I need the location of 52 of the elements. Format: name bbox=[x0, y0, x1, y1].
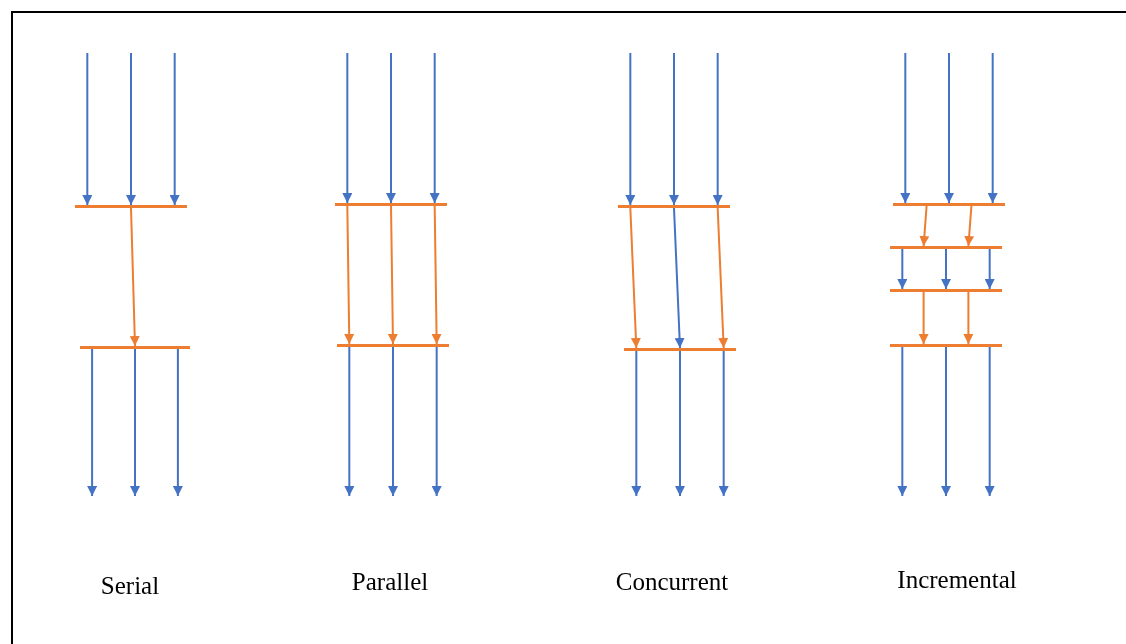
arrow bbox=[169, 52, 180, 206]
arrow bbox=[629, 207, 641, 349]
arrow bbox=[431, 346, 442, 497]
arrow bbox=[712, 52, 723, 206]
arrow bbox=[130, 348, 140, 497]
bar bbox=[893, 203, 1005, 206]
arrow bbox=[897, 346, 908, 497]
caption-label: Incremental bbox=[897, 566, 1017, 594]
arrow bbox=[342, 52, 353, 204]
arrow bbox=[625, 52, 636, 206]
arrow bbox=[386, 52, 396, 204]
arrow bbox=[984, 248, 995, 290]
arrow bbox=[900, 52, 911, 204]
bar bbox=[80, 346, 190, 349]
bar bbox=[624, 348, 736, 351]
arrow bbox=[669, 52, 679, 206]
arrow bbox=[716, 207, 729, 349]
arrow bbox=[387, 205, 398, 345]
arrow bbox=[126, 52, 136, 206]
arrow bbox=[344, 346, 355, 497]
arrow bbox=[429, 52, 440, 204]
arrow bbox=[919, 205, 930, 247]
arrow bbox=[964, 205, 975, 247]
arrow bbox=[129, 207, 140, 347]
arrow bbox=[918, 291, 929, 345]
arrow bbox=[431, 205, 442, 345]
arrow bbox=[631, 350, 642, 497]
bar bbox=[890, 344, 1002, 347]
bar bbox=[335, 203, 447, 206]
arrow bbox=[675, 350, 685, 497]
arrow bbox=[987, 52, 998, 204]
caption-label: Parallel bbox=[351, 568, 429, 596]
bar bbox=[75, 205, 187, 208]
arrow bbox=[963, 291, 974, 345]
arrow bbox=[87, 348, 98, 497]
arrow bbox=[718, 350, 729, 497]
arrow bbox=[344, 205, 355, 345]
bar bbox=[890, 289, 1002, 292]
caption-label: Serial bbox=[100, 572, 160, 600]
arrow bbox=[388, 346, 398, 497]
arrow bbox=[984, 346, 995, 497]
bar bbox=[890, 246, 1002, 249]
arrow bbox=[673, 207, 685, 349]
bar bbox=[618, 205, 730, 208]
arrow bbox=[944, 52, 954, 204]
arrow bbox=[941, 346, 951, 497]
arrow bbox=[941, 248, 951, 290]
arrow bbox=[172, 348, 183, 497]
arrow bbox=[82, 52, 93, 206]
caption-label: Concurrent bbox=[615, 568, 729, 596]
arrow bbox=[897, 248, 908, 290]
bar bbox=[337, 344, 449, 347]
